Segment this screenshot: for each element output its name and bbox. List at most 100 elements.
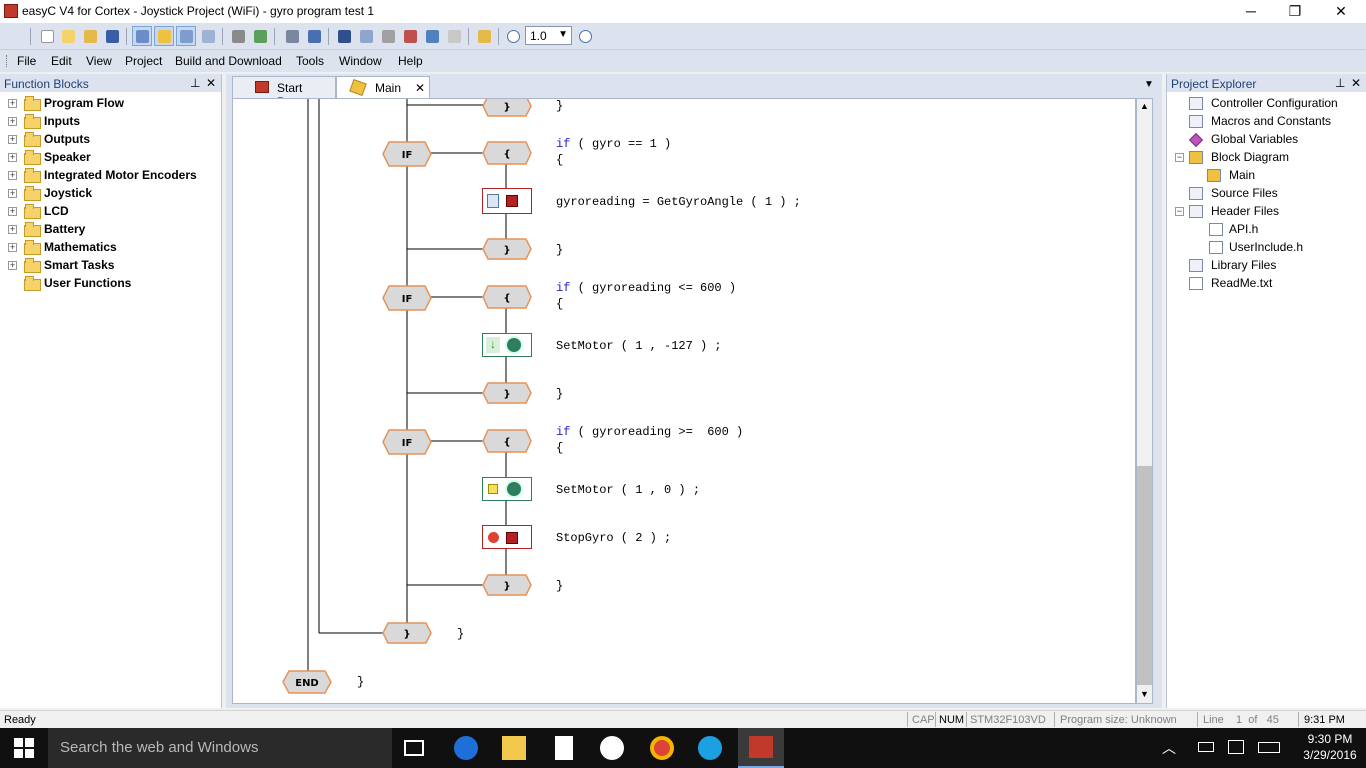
save-icon[interactable] [102, 26, 122, 46]
folder-icon[interactable] [474, 26, 494, 46]
expand-icon[interactable]: + [8, 188, 17, 198]
fb-item-mathematics[interactable]: + Mathematics [8, 240, 117, 255]
file-explorer-icon[interactable] [502, 736, 526, 760]
end-block[interactable]: END [282, 670, 332, 694]
store-icon[interactable] [555, 736, 573, 760]
set-motor-block[interactable]: ↓ [482, 333, 532, 357]
battery-icon[interactable] [1198, 742, 1214, 752]
collapse-icon[interactable]: − [1175, 152, 1184, 162]
expand-icon[interactable]: + [8, 224, 17, 234]
if-block[interactable]: IF [382, 141, 432, 167]
fb-item-integrated-motor-encoders[interactable]: + Integrated Motor Encoders [8, 168, 197, 183]
check-icon[interactable] [250, 26, 270, 46]
new-project-icon[interactable] [58, 26, 78, 46]
download-icon[interactable] [304, 26, 324, 46]
minimize-button[interactable]: ─ [1246, 3, 1256, 19]
fb-item-inputs[interactable]: + Inputs [8, 114, 80, 129]
close-brace-block[interactable]: } [482, 574, 532, 596]
terminal-icon[interactable] [334, 26, 354, 46]
pe-item-source-files[interactable]: Source Files [1189, 185, 1365, 203]
build-download-icon[interactable] [422, 26, 442, 46]
scrollbar-thumb[interactable] [1137, 466, 1152, 685]
pe-item-global-variables[interactable]: Global Variables [1188, 131, 1365, 149]
expand-icon[interactable]: + [8, 242, 17, 252]
menu-project[interactable]: Project [125, 54, 163, 68]
close-button[interactable]: ✕ [1335, 3, 1347, 19]
pin-icon[interactable]: ⊥ [190, 76, 201, 90]
fb-item-battery[interactable]: + Battery [8, 222, 86, 237]
pe-item-readme[interactable]: ReadMe.txt [1189, 275, 1365, 293]
close-brace-block[interactable]: } [482, 238, 532, 260]
edge-browser-icon[interactable] [454, 736, 478, 760]
tab-main[interactable]: Main ✕ [336, 76, 430, 98]
zoom-select[interactable]: 1.0 ▼ [525, 26, 572, 45]
disabled-icon[interactable] [444, 26, 464, 46]
start-page-icon[interactable] [132, 26, 152, 46]
tab-start-page[interactable]: Start Page [232, 76, 336, 109]
set-motor-block[interactable] [482, 477, 532, 501]
pe-item-header-files[interactable]: −Header Files [1175, 204, 1280, 218]
close-tab-icon[interactable]: ✕ [415, 81, 426, 95]
fb-item-smart-tasks[interactable]: + Smart Tasks [8, 258, 115, 273]
close-icon[interactable]: ✕ [1351, 76, 1362, 90]
collapse-icon[interactable]: − [1175, 206, 1184, 216]
table-icon[interactable] [356, 26, 376, 46]
easyc-taskbar-button[interactable] [738, 728, 784, 768]
expand-icon[interactable]: + [8, 206, 17, 216]
taskbar-clock[interactable]: 9:30 PM 3/29/2016 [1300, 731, 1360, 763]
fb-item-user-functions[interactable]: User Functions [8, 275, 218, 293]
open-folder-icon[interactable] [80, 26, 100, 46]
internet-explorer-icon[interactable] [698, 736, 722, 760]
if-block[interactable]: IF [382, 285, 432, 311]
menu-view[interactable]: View [86, 54, 112, 68]
expand-icon[interactable]: + [8, 98, 17, 108]
pe-item-userinclude-h[interactable]: UserInclude.h [1209, 239, 1365, 257]
tab-list-chevron-icon[interactable]: ▼ [1144, 79, 1154, 90]
restore-button[interactable]: ❐ [1288, 3, 1302, 19]
chrome-icon[interactable] [650, 736, 674, 760]
gyro-angle-block[interactable] [482, 188, 532, 214]
expand-icon[interactable]: + [8, 152, 17, 162]
open-brace-block[interactable]: { [482, 285, 532, 309]
keyboard-icon[interactable] [1258, 742, 1280, 753]
task-view-icon[interactable] [404, 740, 424, 756]
menu-window[interactable]: Window [339, 54, 382, 68]
menu-edit[interactable]: Edit [51, 54, 72, 68]
windows-start-icon[interactable] [14, 738, 34, 758]
menu-help[interactable]: Help [398, 54, 423, 68]
pe-item-library-files[interactable]: Library Files [1189, 257, 1365, 275]
window-icon[interactable] [198, 26, 218, 46]
block-diagram-icon[interactable] [154, 26, 174, 46]
if-block[interactable]: IF [382, 429, 432, 455]
chevron-up-icon[interactable]: ︿ [1162, 740, 1176, 756]
stop-gyro-block[interactable] [482, 525, 532, 549]
expand-icon[interactable]: + [8, 116, 17, 126]
project-view-icon[interactable] [176, 26, 196, 46]
zoom-in-icon[interactable] [503, 26, 523, 46]
taskbar-search-input[interactable]: Search the web and Windows [48, 728, 392, 768]
pe-item-macros-and-constants[interactable]: Macros and Constants [1189, 113, 1365, 131]
menu-file[interactable]: File [17, 54, 37, 68]
network-icon[interactable] [1228, 740, 1244, 754]
build-icon[interactable] [400, 26, 420, 46]
close-brace-block[interactable]: } [382, 622, 432, 644]
close-brace-block[interactable]: } [482, 98, 532, 117]
calculator-icon[interactable] [282, 26, 302, 46]
pe-item-main[interactable]: Main [1207, 167, 1365, 185]
pe-item-block-diagram[interactable]: −Block Diagram [1175, 150, 1290, 164]
open-brace-block[interactable]: { [482, 141, 532, 165]
new-file-icon[interactable] [37, 26, 57, 46]
fb-item-program-flow[interactable]: + Program Flow [8, 96, 125, 111]
pe-item-controller-configuration[interactable]: Controller Configuration [1189, 95, 1365, 113]
block-diagram-canvas[interactable]: } } IF { if ( gyro == 1 ) { gyroreading … [232, 98, 1136, 704]
menu-tools[interactable]: Tools [296, 54, 325, 68]
fb-item-speaker[interactable]: + Speaker [8, 150, 91, 165]
expand-icon[interactable]: + [8, 170, 17, 180]
fb-item-lcd[interactable]: + LCD [8, 204, 69, 219]
zoom-out-icon[interactable] [575, 26, 595, 46]
copy-icon[interactable] [378, 26, 398, 46]
scroll-up-icon[interactable]: ▲ [1140, 101, 1149, 111]
pin-icon[interactable]: ⊥ [1335, 76, 1346, 90]
menu-build-and-download[interactable]: Build and Download [175, 54, 282, 68]
expand-icon[interactable]: + [8, 260, 17, 270]
